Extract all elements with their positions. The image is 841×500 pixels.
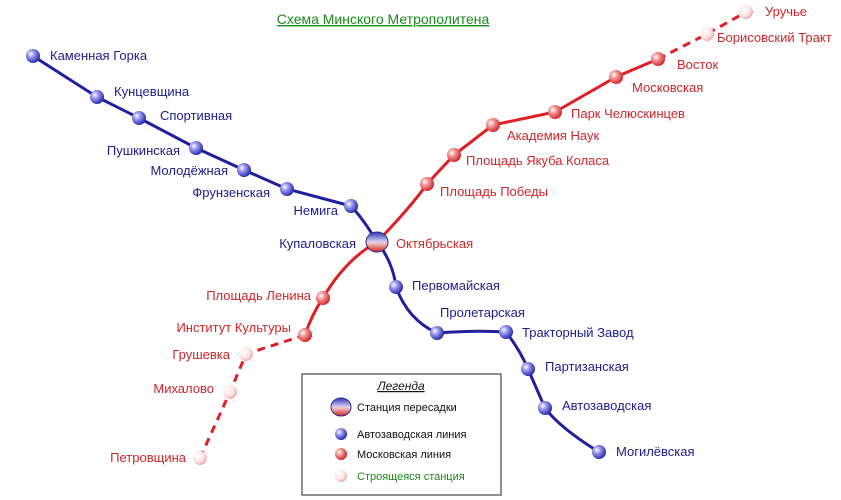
station-marker[interactable] [316, 291, 330, 305]
station-label[interactable]: Автозаводская [562, 398, 651, 413]
station-marker[interactable] [430, 326, 444, 340]
station-label[interactable]: Грушевка [172, 347, 230, 362]
station-label[interactable]: Петровщина [110, 450, 187, 465]
station-label[interactable]: Партизанская [545, 359, 629, 374]
station-label[interactable]: Кунцевщина [114, 84, 190, 99]
station-label[interactable]: Площадь Ленина [206, 288, 312, 303]
station-label[interactable]: Борисовский Тракт [717, 30, 832, 45]
station-label[interactable]: Площадь Победы [440, 184, 548, 199]
station-marker[interactable] [592, 445, 606, 459]
station-marker[interactable] [651, 52, 665, 66]
station-marker[interactable] [447, 148, 461, 162]
station-label[interactable]: Московская [632, 80, 703, 95]
station-label[interactable]: Институт Культуры [176, 320, 291, 335]
construction-station-marker[interactable] [239, 347, 253, 361]
station-label[interactable]: Молодёжная [150, 163, 228, 178]
station-label[interactable]: Спортивная [160, 108, 232, 123]
red-line-construction-east [657, 10, 747, 61]
station-label[interactable]: Тракторный Завод [522, 325, 634, 340]
page-title: Схема Минского Метрополитена [277, 11, 490, 27]
station-label[interactable]: Могилёвская [616, 444, 695, 459]
legend-red-icon [335, 448, 347, 460]
legend-transfer-icon [330, 397, 352, 417]
station-marker[interactable] [420, 177, 434, 191]
station-label[interactable]: Фрунзенская [192, 185, 270, 200]
station-marker[interactable] [486, 118, 500, 132]
legend-item-label: Строящеяся станция [357, 471, 465, 483]
transfer-station-marker[interactable] [365, 231, 389, 253]
station-marker[interactable] [389, 280, 403, 294]
station-label[interactable]: Пролетарская [440, 305, 525, 320]
station-label[interactable]: Академия Наук [507, 128, 600, 143]
station-label[interactable]: Каменная Горка [50, 48, 148, 63]
construction-station-marker[interactable] [700, 27, 714, 41]
station-marker[interactable] [521, 362, 535, 376]
station-marker[interactable] [26, 49, 40, 63]
station-label[interactable]: Пушкинская [107, 143, 180, 158]
station-marker[interactable] [298, 328, 312, 342]
legend-construction-icon [335, 470, 347, 482]
legend-blue-icon [335, 428, 347, 440]
station-label[interactable]: Октябрьская [396, 236, 473, 251]
red-line-construction-west [198, 333, 306, 459]
station-marker[interactable] [538, 401, 552, 415]
station-label[interactable]: Парк Челюскинцев [571, 106, 685, 121]
legend-title: Легенда [376, 379, 425, 393]
station-label[interactable]: Уручье [765, 4, 807, 19]
station-marker[interactable] [132, 111, 146, 125]
legend-item-label: Автозаводская линия [357, 429, 466, 441]
station-marker[interactable] [499, 325, 513, 339]
station-label[interactable]: Михалово [153, 381, 214, 396]
station-marker[interactable] [189, 141, 203, 155]
station-label[interactable]: Немига [293, 203, 338, 218]
station-label[interactable]: Площадь Якуба Коласа [466, 153, 610, 168]
station-marker[interactable] [237, 163, 251, 177]
legend: Легенда Станция пересадки Автозаводская … [301, 373, 502, 496]
construction-station-marker[interactable] [739, 5, 753, 19]
construction-station-marker[interactable] [193, 451, 207, 465]
construction-station-marker[interactable] [223, 385, 237, 399]
station-marker[interactable] [548, 105, 562, 119]
station-label[interactable]: Первомайская [412, 278, 500, 293]
station-marker[interactable] [90, 90, 104, 104]
legend-item-label: Станция пересадки [357, 402, 457, 414]
station-label[interactable]: Восток [677, 57, 718, 72]
legend-item-label: Московская линия [357, 449, 451, 461]
station-marker[interactable] [344, 199, 358, 213]
station-marker[interactable] [280, 182, 294, 196]
station-marker[interactable] [609, 70, 623, 84]
station-label[interactable]: Купаловская [279, 236, 356, 251]
